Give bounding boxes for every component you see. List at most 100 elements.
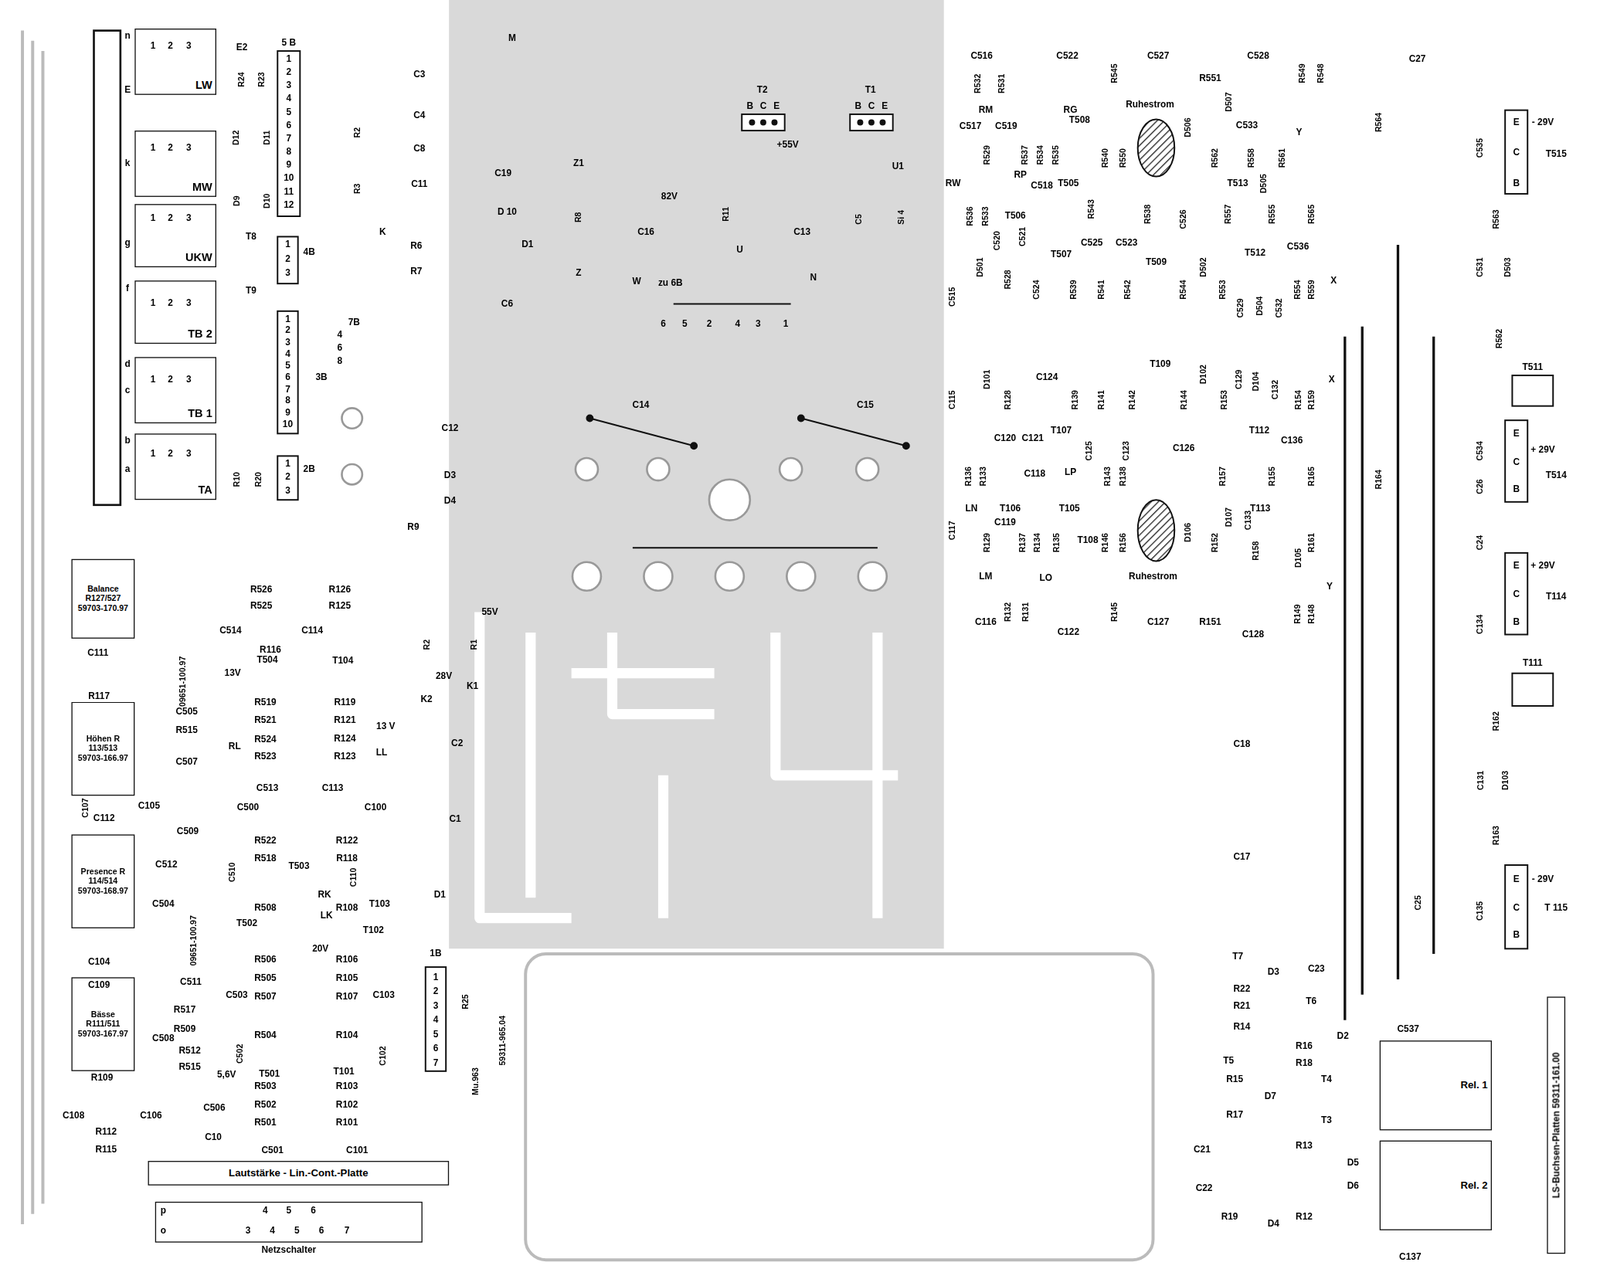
part-label: R21 [1233,1001,1251,1011]
part-label: R15 [1226,1074,1244,1084]
part-label: D4 [444,496,456,507]
part-label: R24 [237,71,247,87]
part-label: 09651-100.97 [179,656,188,707]
part-label: R105 [336,974,358,984]
part-label: C24 [1476,535,1485,551]
component-box: TB 2 [134,280,217,344]
part-label: C506 [203,1103,225,1113]
part-label: R107 [336,991,358,1002]
part-label: R151 [1199,618,1221,628]
part-label: 3 [245,1226,252,1237]
part-label: R535 [1052,145,1061,165]
part-label: R139 [1071,390,1081,410]
component-box: TA [134,433,217,500]
part-label: 1 [285,240,291,250]
part-label: 3 [186,143,192,153]
part-label: f [125,284,130,294]
component-text: LS-Buchsen-Platten 59311-161.00 [1550,1052,1562,1199]
component-box: LS-Buchsen-Platten 59311-161.00 [1546,996,1566,1254]
part-label: R538 [1144,204,1153,225]
part-label: R524 [254,735,276,745]
ground-plane [448,0,945,949]
part-label: 1 [783,319,789,330]
part-label: C17 [1233,852,1251,863]
part-label: R145 [1110,602,1120,622]
part-label: T2 [757,84,768,95]
part-label: C126 [1172,444,1195,454]
part-label: 8 [337,356,344,367]
part-label: LM [978,571,992,581]
part-label: 59311-965.04 [499,1015,508,1067]
component-box: TB 1 [134,356,217,424]
part-label: T 115 [1544,903,1568,914]
part-label: 82V [661,192,678,202]
part-label: 13 V [376,721,395,731]
part-label: 3 [285,485,291,496]
part-label: RL [228,742,242,752]
part-label: C129 [1235,370,1244,390]
part-label: R533 [981,206,991,226]
part-label: D501 [976,257,986,277]
part-label: Si 4 [897,210,907,225]
part-label: 6 [319,1226,325,1237]
part-label: R561 [1278,148,1288,168]
part-label: R532 [974,74,983,94]
part-label: T9 [245,285,257,296]
part-label: C [1512,457,1520,467]
part-label: R109 [91,1073,113,1084]
part-label: 5,6V [217,1070,236,1081]
part-label: 3 [186,374,192,384]
part-label: C512 [155,860,177,870]
part-label: R519 [254,698,276,708]
part-label: E [1513,561,1520,571]
part-label: 4 [269,1226,276,1237]
part-label: C1 [448,815,461,825]
part-label: T109 [1149,360,1171,370]
copper-traces [479,611,899,918]
part-label: T111 [1522,659,1543,669]
part-label: 3 [755,319,761,330]
part-label: 3 [433,1001,439,1011]
part-label: 5 [294,1226,300,1237]
part-label: T112 [1249,425,1270,435]
part-label: R131 [1022,602,1031,622]
part-label: R122 [336,835,358,846]
part-label: B [1512,179,1520,189]
part-label: o [160,1226,167,1237]
part-label: R134 [1033,533,1043,553]
part-label: c [125,386,131,396]
part-label: 1 [150,374,157,384]
part-label: T105 [1059,504,1081,514]
part-label: C521 [1019,227,1028,247]
part-label: R549 [1298,63,1308,83]
part-label: RM [978,105,993,116]
switch-strip [94,30,121,506]
part-label: C137 [1399,1252,1421,1262]
part-label: Ruhestrom [1128,571,1178,581]
part-label: B [854,101,862,111]
part-label: R559 [1307,279,1317,299]
part-label: C107 [81,798,91,818]
part-label: 2B [303,465,316,475]
part-label: R528 [1004,269,1013,289]
part-label: 11 [283,186,294,197]
component-text: TB 2 [187,327,212,341]
part-label: R14 [1233,1022,1251,1033]
part-label: D1 [434,890,446,900]
part-label: LP [1064,468,1077,478]
part-label: B [1512,930,1520,941]
part-label: D105 [1294,548,1304,568]
part-label: C526 [1179,209,1189,229]
part-label: 6 [285,373,291,383]
part-label: 1 [150,298,157,308]
part-label: R550 [1119,148,1128,168]
part-label: B [1512,485,1520,495]
part-label: C124 [1036,373,1058,383]
part-label: R163 [1492,825,1502,846]
part-label: D101 [983,370,992,390]
part-label: R108 [336,903,358,914]
part-label: R563 [1492,209,1502,229]
part-label: C118 [1023,469,1046,479]
part-label: T102 [363,926,384,936]
